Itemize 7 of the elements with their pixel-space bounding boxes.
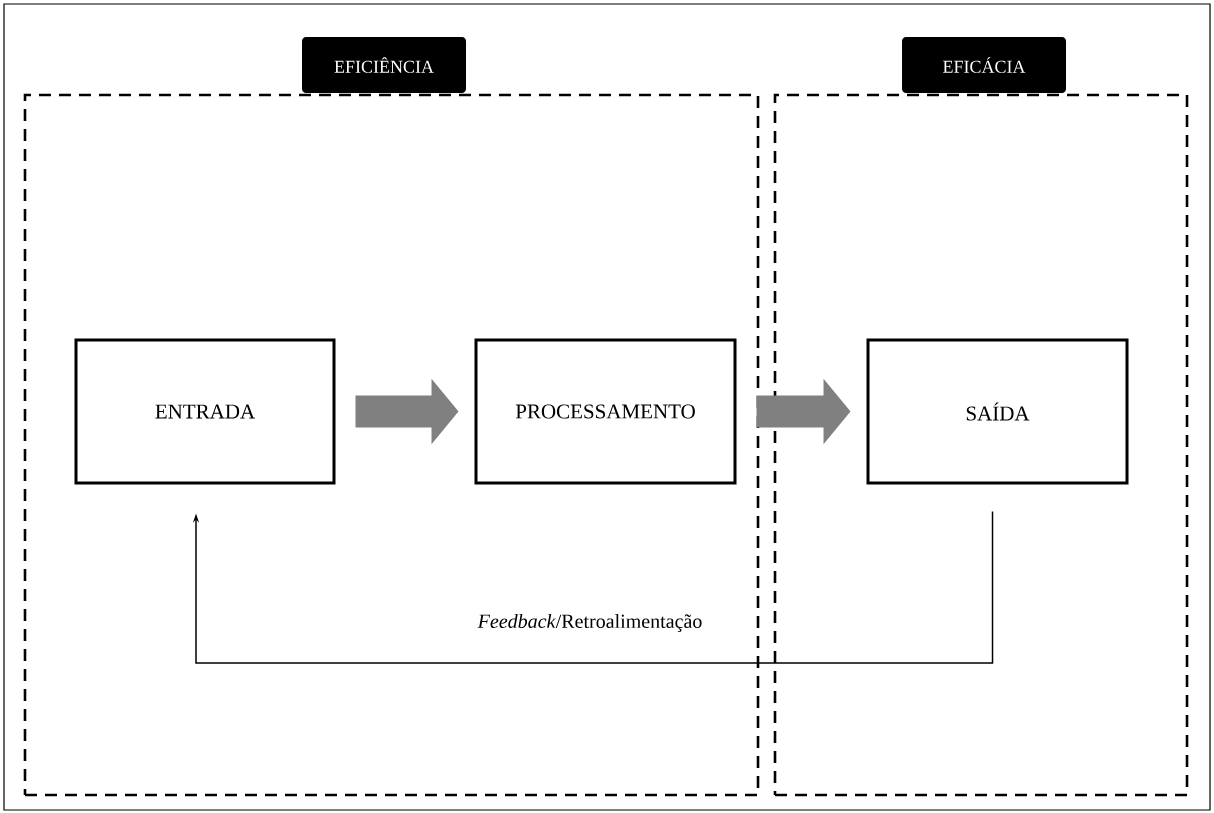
- process-box: PROCESSAMENTO: [474, 338, 737, 485]
- heading-label: EFICÁCIA: [902, 37, 1066, 93]
- edge-label: Feedback/Retroalimentação: [475, 611, 705, 635]
- process-box: ENTRADA: [74, 338, 336, 485]
- feedback-arrow: [192, 510, 994, 664]
- heading-label: EFICIÊNCIA: [302, 37, 466, 93]
- process-box: SAÍDA: [866, 338, 1129, 485]
